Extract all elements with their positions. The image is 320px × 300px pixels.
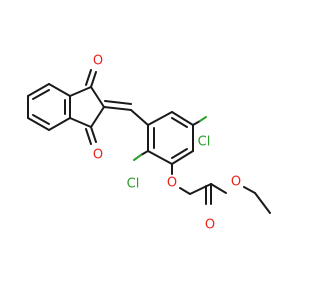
bond	[189, 183, 212, 195]
indane-benzene-ring	[27, 83, 71, 131]
indane-carbonyls: O O	[85, 54, 103, 163]
dichlorophenyl-ring	[147, 111, 194, 165]
bond-double-inner	[32, 114, 50, 125]
bond-double-inner	[32, 89, 50, 100]
bond	[90, 71, 97, 88]
bond	[147, 150, 173, 165]
bond	[27, 117, 50, 131]
bond	[171, 150, 194, 165]
chlorine-substituents: Cl Cl	[127, 116, 211, 192]
bond	[48, 117, 71, 131]
bond	[254, 192, 271, 214]
bond	[179, 187, 191, 195]
bond	[90, 86, 105, 108]
molecule-canvas: O O Cl Cl	[27, 53, 271, 233]
oxygen-atom-top: O	[93, 54, 103, 69]
bond	[85, 128, 92, 145]
bond	[69, 117, 92, 128]
bond	[147, 111, 173, 126]
bond	[210, 183, 227, 194]
bond	[48, 83, 71, 97]
oxygen-atom-carbonyl: O	[205, 218, 215, 233]
oxygen-atom-ester: O	[231, 175, 241, 190]
bond	[69, 86, 92, 97]
bond	[199, 116, 207, 122]
chlorine-atom-lower: Cl	[127, 177, 140, 192]
bond	[133, 154, 142, 161]
oxygen-atom-bottom: O	[93, 148, 103, 163]
oxygen-atom-ether: O	[167, 176, 177, 191]
bond	[243, 186, 256, 194]
bond	[90, 106, 105, 128]
structure-diagram: O O Cl Cl	[27, 54, 271, 233]
bond	[171, 111, 194, 126]
bond	[85, 69, 92, 86]
bond-double-inner	[171, 117, 188, 128]
indane-five-ring	[69, 86, 105, 128]
bond	[90, 126, 97, 143]
bond	[140, 150, 149, 156]
methylidene-linker	[103, 100, 149, 126]
bond-double-inner	[171, 148, 188, 159]
bond	[104, 100, 132, 105]
bond	[103, 106, 132, 111]
bond	[130, 109, 149, 126]
bond	[192, 120, 201, 126]
oxyacetate-chain: O O O	[167, 163, 271, 233]
bond	[27, 83, 50, 97]
chlorine-atom-upper: Cl	[198, 135, 211, 150]
